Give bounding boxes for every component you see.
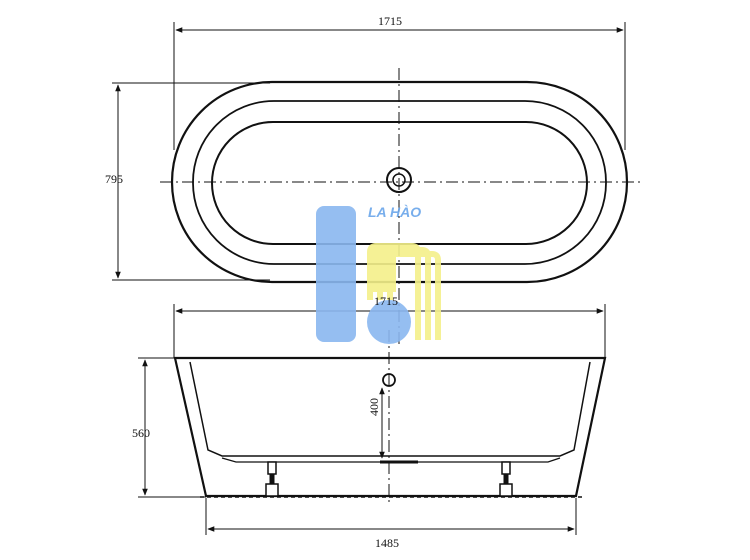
side-height-label: 560 (132, 426, 150, 440)
top-length-label: 1715 (378, 14, 402, 28)
side-view (138, 304, 607, 535)
base-length-label: 1485 (375, 536, 399, 550)
logo-brand-text: LA HÀO (368, 204, 421, 220)
tub-inner-base (221, 457, 561, 463)
brand-watermark-logo: LA HÀO (316, 204, 441, 344)
right-foot (499, 461, 513, 497)
drain-height-label: 400 (367, 398, 381, 416)
logo-blue-bar (316, 206, 356, 342)
top-width-label: 795 (105, 172, 123, 186)
left-foot (265, 461, 279, 497)
logo-blue-dot (367, 300, 411, 344)
drain-inner (392, 173, 406, 187)
overflow-hole (382, 373, 396, 387)
tub-inner-wall (189, 361, 591, 457)
side-length-label: 1715 (374, 294, 398, 308)
tub-shell-outline (173, 356, 607, 498)
drain-outer (386, 167, 412, 193)
